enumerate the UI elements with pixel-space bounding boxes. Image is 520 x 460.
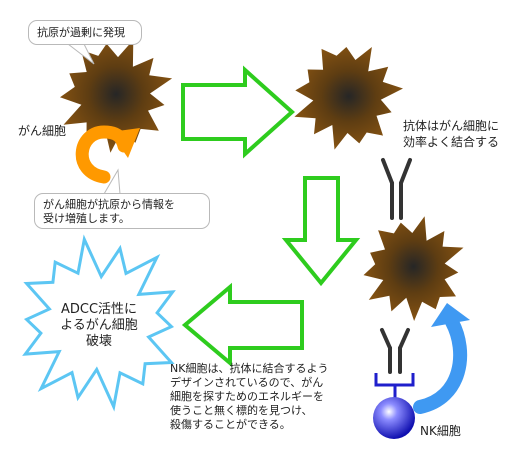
process-arrow-left bbox=[181, 282, 304, 368]
destruction-burst bbox=[22, 234, 176, 412]
nk-attack-arrow bbox=[413, 303, 470, 414]
process-arrow-down bbox=[281, 176, 361, 287]
bubble-proliferation: がん細胞が抗原から情報を 受け増殖します。 bbox=[34, 193, 210, 229]
proliferation-arrow bbox=[75, 125, 140, 184]
label-adcc-destruction: ADCC活性に よるがん細胞 破壊 bbox=[60, 302, 138, 349]
label-antibody-binding: 抗体はがん細胞に 効率よく結合する bbox=[403, 119, 500, 149]
label-nk-cell: NK細胞 bbox=[420, 424, 461, 438]
nk-cell bbox=[373, 397, 415, 439]
antibody-on-nk bbox=[380, 328, 410, 374]
note-nk-explanation: NK細胞は、抗体に結合するよう デザインされているので、がん 細胞を探すためのエ… bbox=[170, 362, 329, 431]
nk-receptor bbox=[374, 373, 415, 400]
antibody-bound-cell bbox=[381, 158, 412, 220]
cancer-cell-3 bbox=[363, 216, 464, 321]
bubble-overexpressed-antigen: 抗原が過剰に発現 bbox=[28, 20, 142, 45]
cancer-cell-2 bbox=[294, 47, 403, 150]
cancer-cell-1 bbox=[60, 40, 173, 153]
process-arrow-right bbox=[181, 65, 296, 159]
label-cancer-cell: がん細胞 bbox=[18, 124, 67, 138]
